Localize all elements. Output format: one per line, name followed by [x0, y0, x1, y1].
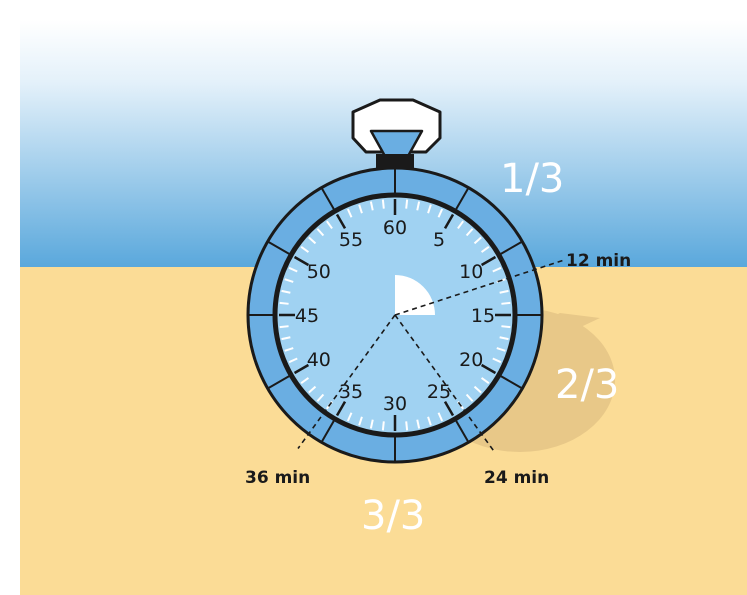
dial-number-50: 50 — [307, 261, 331, 283]
minor-tick — [406, 200, 407, 209]
callout-24-min: 24 min — [484, 468, 549, 488]
dial-number-60: 60 — [383, 217, 407, 239]
label-first-third: 1/3 — [500, 156, 564, 202]
callout-12-min: 12 min — [566, 251, 631, 271]
dial-number-45: 45 — [295, 305, 319, 327]
dial-number-35: 35 — [339, 381, 363, 403]
dial-number-5: 5 — [433, 229, 445, 251]
minor-tick — [280, 303, 289, 304]
dial-number-55: 55 — [339, 229, 363, 251]
minor-tick — [501, 326, 510, 327]
dial-number-40: 40 — [307, 349, 331, 371]
dial-number-20: 20 — [459, 349, 483, 371]
minor-tick — [383, 421, 384, 430]
dial-number-15: 15 — [471, 305, 495, 327]
dial-number-10: 10 — [459, 261, 483, 283]
dial-number-30: 30 — [383, 393, 407, 415]
dial-number-25: 25 — [427, 381, 451, 403]
minor-tick — [383, 200, 384, 209]
minor-tick — [280, 326, 289, 327]
label-second-third: 2/3 — [555, 362, 619, 408]
minor-tick — [406, 421, 407, 430]
minor-tick — [501, 303, 510, 304]
callout-36-min: 36 min — [245, 468, 310, 488]
label-third-third: 3/3 — [361, 493, 425, 539]
